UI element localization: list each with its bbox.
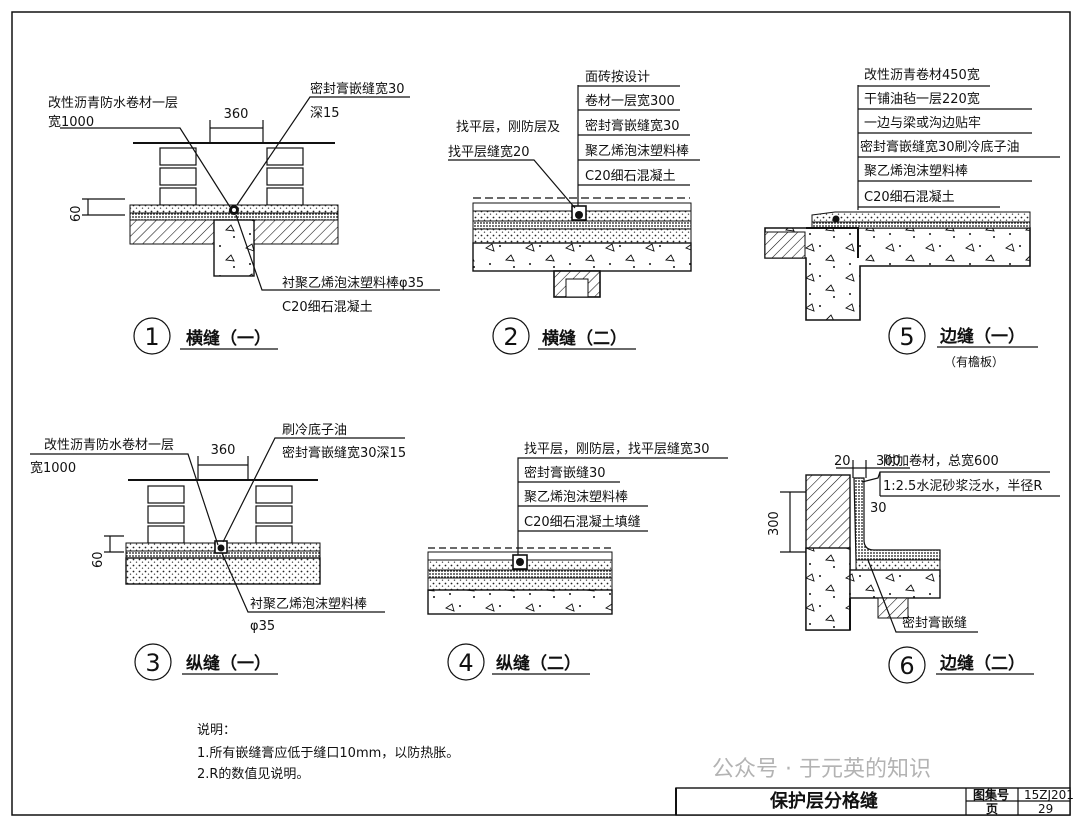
title-block-atlas-value: 15ZJ201 <box>1024 788 1074 802</box>
title-block: 保护层分格缝 图集号 15ZJ201 页 29 <box>675 787 1074 816</box>
detail-6-number: 6 <box>899 652 914 680</box>
detail-6-note-mortar: 1:2.5水泥砂浆泛水，半径R <box>883 479 1042 494</box>
detail-2-note-sealant: 密封膏嵌缝宽30 <box>585 118 680 134</box>
detail-4-title: 纵缝（二） <box>496 653 581 674</box>
remarks: 说明： 1.所有嵌缝膏应低于缝口10mm，以防热胀。 2.R的数值见说明。 <box>197 723 459 782</box>
detail-3-number-circle <box>134 643 172 681</box>
detail-5-number: 5 <box>899 323 914 351</box>
title-block-atlas-label: 图集号 <box>973 787 1009 802</box>
detail-6-flashing <box>853 477 941 561</box>
detail-3-dim-width: 360 <box>211 443 236 458</box>
detail-1-note-sealant: 密封膏嵌缝宽30 <box>310 81 405 97</box>
detail-2-note-tiles: 面砖按设计 <box>585 70 650 85</box>
detail-4-note-rod: 聚乙烯泡沫塑料棒 <box>524 490 628 505</box>
detail-6-note-membrane: 附加卷材，总宽600 <box>883 453 999 469</box>
detail-1-note-width: 宽1000 <box>48 114 94 130</box>
title-block-page-value: 29 <box>1038 802 1053 816</box>
detail-2-number-circle <box>492 317 530 355</box>
detail-2-horizontal-joint-2: 找平层，刚防层及 找平层缝宽20 面砖按设计 卷材一层宽300 密封膏嵌缝宽30… <box>448 70 700 355</box>
detail-4-note-layers: 找平层，刚防层，找平层缝宽30 <box>524 441 710 457</box>
detail-2-note-gap: 找平层缝宽20 <box>448 144 530 160</box>
detail-4-screed <box>427 569 613 579</box>
detail-4-foam-rod <box>516 558 524 566</box>
detail-5-number-circle <box>888 317 926 355</box>
detail-4-note-concrete: C20细石混凝土填缝 <box>524 514 641 530</box>
detail-1-tiles <box>133 142 335 206</box>
detail-5-title: 边缝（一） <box>939 326 1025 347</box>
detail-6-number-circle <box>888 646 926 684</box>
detail-2-note-concrete: C20细石混凝土 <box>585 168 676 184</box>
detail-2-foam-rod <box>575 211 583 219</box>
detail-4-longitudinal-joint-2: 找平层，刚防层，找平层缝宽30 密封膏嵌缝30 聚乙烯泡沫塑料棒 C20细石混凝… <box>427 441 728 681</box>
detail-3-note-dia: φ35 <box>250 619 275 634</box>
detail-5-note-membrane: 改性沥青卷材450宽 <box>864 67 980 83</box>
detail-2-title: 横缝（二） <box>542 328 627 349</box>
detail-4-insulation <box>427 577 613 591</box>
detail-4-number: 4 <box>458 649 473 677</box>
detail-6-dim-height: 300 <box>767 511 782 536</box>
detail-3-number: 3 <box>145 649 160 677</box>
detail-5-note-felt: 干铺油毡一层220宽 <box>864 91 980 107</box>
detail-4-number-circle <box>447 643 485 681</box>
detail-3-note-membrane: 改性沥青防水卷材一层 <box>44 437 174 453</box>
remarks-item-1: 1.所有嵌缝膏应低于缝口10mm，以防热胀。 <box>197 745 459 761</box>
title-block-drawing-title: 保护层分格缝 <box>769 790 878 812</box>
detail-1-note-rod: 衬聚乙烯泡沫塑料棒φ35 <box>282 276 424 291</box>
detail-6-title: 边缝（二） <box>939 653 1025 674</box>
detail-1-note-depth: 深15 <box>310 106 340 121</box>
detail-1-number-circle <box>133 317 171 355</box>
detail-1-number: 1 <box>144 323 159 351</box>
detail-4-slab <box>427 589 613 615</box>
remarks-heading: 说明： <box>197 723 236 738</box>
detail-1-title: 横缝（一） <box>186 328 271 349</box>
detail-6-edge-joint-2: 20 300 300 30 附加卷材，总宽600 1:2.5水泥砂浆泛水，半径R… <box>767 453 1060 684</box>
detail-5-subtitle: （有檐板） <box>944 355 1004 369</box>
detail-5-note-sealant: 密封膏嵌缝宽30刷冷底子油 <box>860 139 1020 155</box>
detail-6-dim-width: 300 <box>876 454 901 469</box>
remarks-item-2: 2.R的数值见说明。 <box>197 766 309 782</box>
sheet-border <box>11 11 1071 816</box>
detail-1-dim-width: 360 <box>224 107 249 122</box>
detail-2-insulation <box>472 228 692 244</box>
detail-3-foam-rod <box>217 544 225 552</box>
detail-2-screed <box>472 220 692 230</box>
detail-4-note-sealant: 密封膏嵌缝30 <box>524 465 606 481</box>
detail-5-note-concrete: C20细石混凝土 <box>864 189 955 205</box>
detail-1-dim-height: 60 <box>69 205 84 222</box>
detail-2-note-rod: 聚乙烯泡沫塑料棒 <box>585 144 689 159</box>
detail-5-note-rod: 聚乙烯泡沫塑料棒 <box>864 164 968 179</box>
detail-6-slab <box>849 569 941 599</box>
detail-3-note-sealant: 密封膏嵌缝宽30深15 <box>282 445 406 461</box>
watermark: 公众号 · 于元英的知识 <box>712 757 931 782</box>
detail-3-dim-height: 60 <box>91 551 106 568</box>
detail-3-base <box>125 557 321 585</box>
detail-3-longitudinal-joint-1: 360 60 改性沥青防水卷材一层 宽1000 刷冷底子油 密封膏嵌缝宽30深1… <box>30 422 406 681</box>
detail-5-edge-joint-1: 改性沥青卷材450宽 干铺油毡一层220宽 一边与梁或沟边贴牢 密封膏嵌缝宽30… <box>764 67 1060 369</box>
detail-2-number: 2 <box>503 323 518 351</box>
detail-5-foam-rod <box>832 215 840 223</box>
detail-2-slab <box>472 242 692 272</box>
detail-3-title: 纵缝（一） <box>186 653 271 674</box>
detail-6-dim-gap: 20 <box>834 454 851 469</box>
detail-6-dim-radius: 30 <box>870 501 887 516</box>
detail-2-note-membrane: 卷材一层宽300 <box>585 93 675 109</box>
detail-2-note-layers: 找平层，刚防层及 <box>456 119 560 135</box>
detail-3-note-width: 宽1000 <box>30 460 76 476</box>
detail-1-note-concrete: C20细石混凝土 <box>282 299 373 315</box>
title-block-page-label: 页 <box>986 802 998 816</box>
detail-3-note-primer: 刷冷底子油 <box>282 422 347 438</box>
detail-3-note-rod: 衬聚乙烯泡沫塑料棒 <box>250 597 367 612</box>
detail-5-note-attach: 一边与梁或沟边贴牢 <box>864 116 981 131</box>
detail-1-horizontal-joint-1: 360 60 改性沥青防水卷材一层 宽1000 密封膏嵌缝宽30 深15 衬聚乙… <box>48 81 440 355</box>
detail-6-note-sealant: 密封膏嵌缝 <box>902 615 967 631</box>
detail-1-note-membrane: 改性沥青防水卷材一层 <box>48 95 178 111</box>
